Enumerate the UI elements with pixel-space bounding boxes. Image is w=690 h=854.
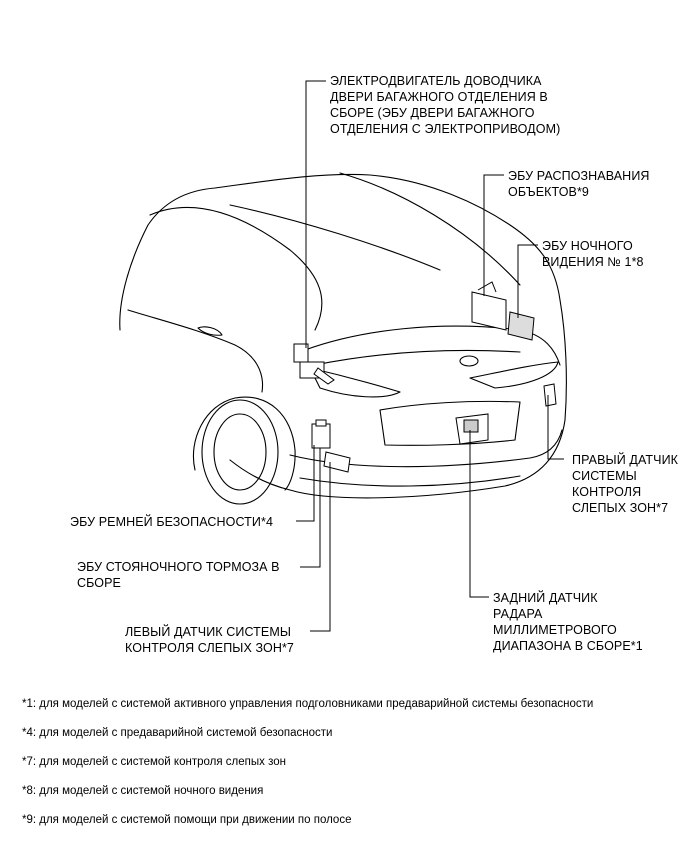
leader-right-blind-spot: [547, 395, 564, 460]
label-tailgate-motor: ЭЛЕКТРОДВИГАТЕЛЬ ДОВОДЧИКА ДВЕРИ БАГАЖНО…: [330, 74, 561, 136]
label-object-recognition-ecu: ЭБУ РАСПОЗНАВАНИЯ ОБЪЕКТОВ*9: [508, 169, 650, 199]
parking-brake-ecu-part: [323, 451, 351, 473]
rear-wheel: [201, 399, 279, 505]
seatbelt-ecu-part: [311, 419, 331, 449]
right-blind-spot-part: [543, 383, 557, 407]
emblem: [459, 355, 479, 367]
label-night-vision-ecu: ЭБУ НОЧНОГО ВИДЕНИЯ № 1*8: [542, 239, 644, 269]
tailgate-closer-motor-part: [293, 343, 335, 385]
tail-light-left: [309, 367, 401, 398]
label-right-blind-spot: ПРАВЫЙ ДАТЧИК СИСТЕМЫ КОНТРОЛЯ СЛЕПЫХ ЗО…: [572, 453, 679, 515]
label-left-blind-spot: ЛЕВЫЙ ДАТЧИК СИСТЕМЫ КОНТРОЛЯ СЛЕПЫХ ЗОН…: [125, 625, 294, 655]
roof-line-2: [229, 204, 441, 271]
leader-night-ecu: [517, 244, 538, 318]
tail-light-right: [469, 361, 559, 389]
footnote-8: *8: для моделей с системой ночного виден…: [22, 785, 264, 797]
door-line: [127, 309, 264, 393]
label-seatbelt-ecu: ЭБУ РЕМНЕЙ БЕЗОПАСНОСТИ*4: [70, 515, 273, 529]
label-rear-radar: ЗАДНИЙ ДАТЧИК РАДАРА МИЛЛИМЕТРОВОГО ДИАП…: [493, 591, 643, 653]
license-plate-area: [379, 400, 521, 446]
car-body-outline: [119, 173, 567, 499]
footnote-7: *7: для моделей с системой контроля слеп…: [22, 756, 286, 768]
footnote-1: *1: для моделей с системой активного упр…: [22, 698, 594, 710]
night-vision-ecu-part: [507, 311, 535, 341]
car-rear-diagram: [119, 80, 567, 632]
trunk-lid: [304, 325, 561, 366]
leader-parking-brake: [300, 448, 321, 568]
leader-seatbelt-ecu: [296, 445, 315, 522]
roof-line: [339, 172, 521, 286]
leader-tailgate-motor: [305, 80, 326, 348]
rear-radar-part: [455, 413, 489, 445]
footnote-9: *9: для моделей с системой помощи при дв…: [22, 814, 352, 826]
object-recognition-ecu-part: [471, 281, 507, 331]
wheel-arch: [192, 396, 296, 491]
footnote-4: *4: для моделей с предаварийной системой…: [22, 727, 333, 739]
rear-window: [149, 206, 323, 331]
leader-rear-radar: [469, 430, 489, 598]
leader-object-ecu: [483, 174, 504, 296]
label-parking-brake-ecu: ЭБУ СТОЯНОЧНОГО ТОРМОЗА В СБОРЕ: [77, 560, 280, 590]
door-handle: [197, 326, 223, 336]
leader-left-blind-spot: [310, 462, 331, 632]
